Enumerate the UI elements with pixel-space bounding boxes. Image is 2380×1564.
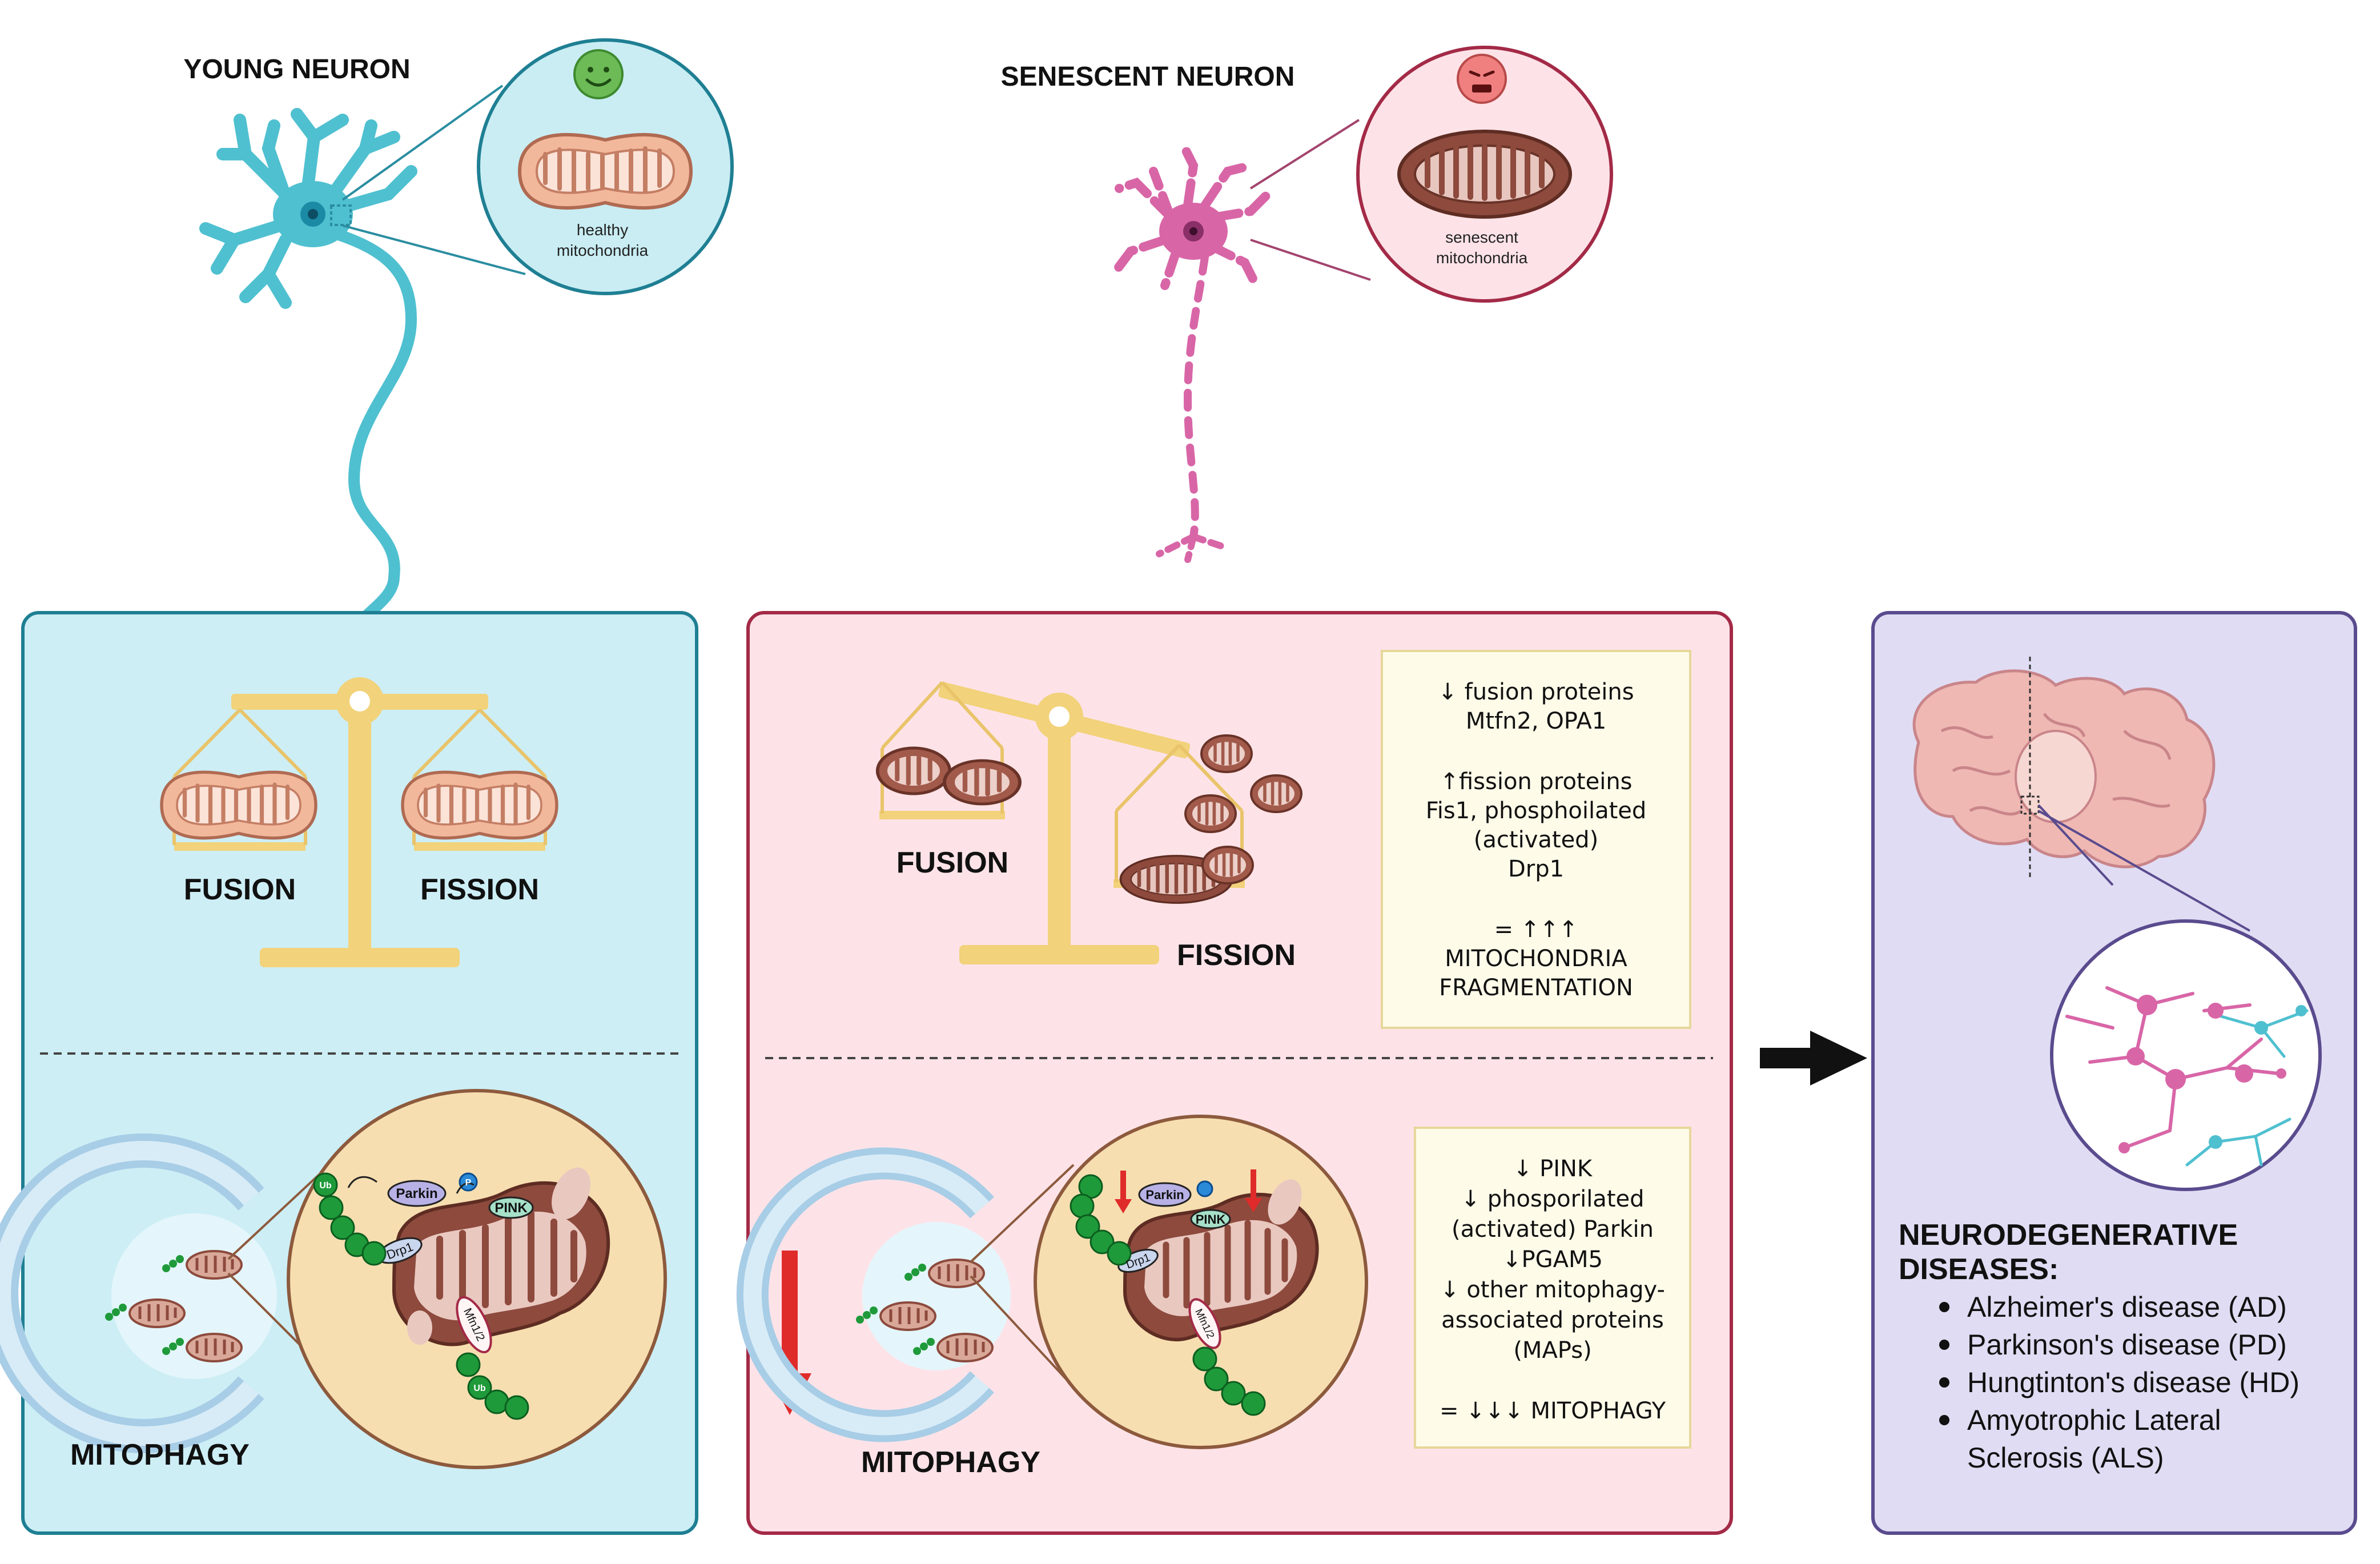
senescent-mitophagy-label: MITOPHAGY: [861, 1446, 1040, 1479]
parkin-protein: [387, 1180, 447, 1207]
fusion-mitochondrion-icon: [162, 772, 316, 838]
senescent-mitochondrion-icon: [1399, 131, 1570, 217]
senescent-fusion-mito-a: [878, 748, 950, 794]
fission-fusion-info-box: [1381, 650, 1691, 1029]
info-line: MITOCHONDRIA: [1445, 946, 1627, 972]
pink-label: PINK: [1196, 1212, 1226, 1227]
young-mitophagy-mechanism: [287, 1089, 667, 1469]
info-line: ↓ PINK: [1513, 1156, 1593, 1182]
info-line: ↓ phosporilated: [1461, 1186, 1644, 1212]
senescent-fission-label: FISSION: [1177, 939, 1296, 972]
parkin-label: Parkin: [396, 1186, 437, 1201]
healthy-label-line1: healthy: [577, 221, 628, 239]
info-line: = ↑↑↑: [1494, 916, 1578, 943]
disease-heading-line1: NEURODEGENERATIVE: [1899, 1219, 2238, 1252]
ub-label: Ub: [319, 1181, 332, 1191]
fragment-mito-4: [1203, 847, 1253, 883]
sad-face-icon: [1457, 54, 1507, 104]
senescent-neuron-illustration: [1109, 138, 1272, 563]
pink-label: PINK: [495, 1200, 528, 1216]
mfn12-protein: [456, 1296, 492, 1354]
info-line: ↓ other mitophagy-: [1440, 1277, 1665, 1303]
mitophagy-info-text: ↓ PINK ↓ phosporilated (activated) Parki…: [1440, 1156, 1666, 1424]
senescent-mitophagy-mechanism: [1034, 1115, 1368, 1449]
info-line: (activated) Parkin: [1452, 1216, 1654, 1243]
info-line: (activated): [1474, 827, 1598, 853]
healthy-label-line2: mitochondria: [557, 242, 649, 259]
info-line: ↓ fusion proteins: [1438, 679, 1634, 705]
mitophagy-info-box: [1414, 1127, 1691, 1449]
progression-arrow-icon: [1760, 1031, 1867, 1085]
info-line: ↑fission proteins: [1440, 769, 1632, 795]
young-neuron-title: YOUNG NEURON: [183, 54, 410, 85]
parkin-label: Parkin: [1145, 1188, 1184, 1202]
info-line: Mtfn2, OPA1: [1466, 708, 1606, 734]
brain-cross-section-icon: [1912, 657, 2216, 879]
young-zoom-lines: [330, 85, 526, 275]
senescent-neuron-title: SENESCENT NEURON: [1001, 62, 1295, 92]
senescent-fusion-mito-b: [944, 761, 1020, 804]
info-line: ↓PGAM5: [1502, 1247, 1603, 1273]
young-neuron-illustration: [199, 108, 451, 690]
fission-mitochondrion-icon: [403, 772, 557, 838]
tipped-scale-icon: [879, 681, 1245, 964]
phosphate-label: P: [465, 1178, 472, 1188]
happy-face-icon: [573, 49, 624, 99]
senescent-zoom-line-1: [970, 1164, 1075, 1263]
balanced-scale-icon: [172, 677, 547, 967]
phosphate-icon: [459, 1172, 478, 1192]
young-fusion-label: FUSION: [184, 873, 296, 906]
neuron-network-icon: [2065, 986, 2309, 1167]
healthy-mitochondrion-icon: [520, 135, 691, 208]
fragment-mito-3: [1185, 795, 1236, 832]
fragment-mito-2: [1251, 775, 1301, 812]
pink-protein: [488, 1196, 534, 1219]
disease-list: Alzheimer's disease (AD) Parkinson's dis…: [1939, 1291, 2299, 1474]
brain-zoom-lines: [2037, 804, 2250, 932]
neuron-network-zoom: [2050, 919, 2322, 1191]
info-line: (MAPs): [1513, 1337, 1591, 1364]
disease-item: Parkinson's disease (PD): [1967, 1329, 2287, 1361]
info-line: = ↓↓↓ MITOPHAGY: [1440, 1398, 1666, 1424]
info-line: Drp1: [1508, 856, 1564, 882]
disease-item: Amyotrophic Lateral: [1967, 1404, 2221, 1436]
info-line: FRAGMENTATION: [1439, 975, 1633, 1001]
disease-item: Hungtinton's disease (HD): [1967, 1366, 2299, 1398]
young-fission-label: FISSION: [420, 873, 539, 906]
senescent-zoom-lines: [1249, 119, 1371, 281]
young-autophagosome-icon: [0, 1133, 277, 1453]
info-line: Fis1, phosphoilated: [1426, 798, 1647, 824]
young-mitophagy-label: MITOPHAGY: [70, 1438, 250, 1471]
senescent-label-line2: mitochondria: [1436, 249, 1528, 267]
ub-label: Ub: [473, 1384, 486, 1393]
fragment-mito-1: [1201, 735, 1252, 772]
disease-heading-line2: DISEASES:: [1899, 1253, 2059, 1286]
senescent-label-line1: senescent: [1445, 228, 1518, 246]
senescent-fusion-label: FUSION: [896, 846, 1008, 879]
disease-item: Sclerosis (ALS): [1967, 1442, 2164, 1474]
fission-fusion-info-text: ↓ fusion proteins Mtfn2, OPA1 ↑fission p…: [1426, 679, 1647, 1001]
disease-item: Alzheimer's disease (AD): [1967, 1291, 2287, 1323]
info-line: associated proteins: [1441, 1307, 1664, 1333]
